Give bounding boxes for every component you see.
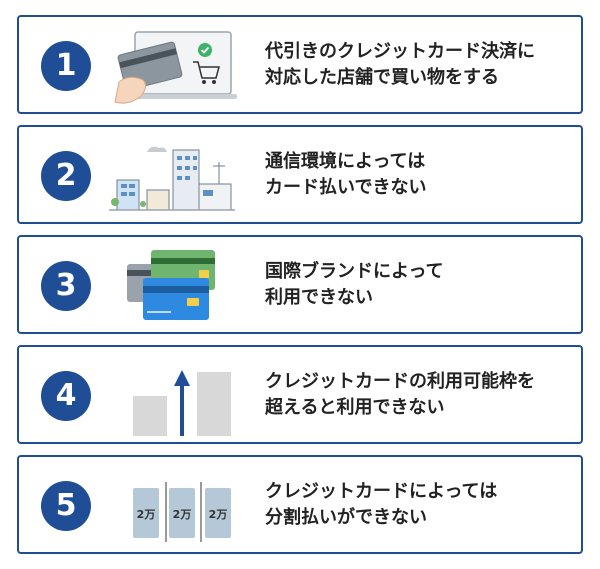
step-card-1: 1 代引きのクレジットカード決済に 対応した店舗で買い物をする	[17, 15, 583, 114]
step-text-line-1: クレジットカードによっては	[265, 481, 498, 502]
step-number-badge: 4	[41, 371, 91, 421]
step-card-5: 5 2万 2万 2万 クレジットカードによっては 分割払いができない	[17, 455, 583, 554]
installment-label: 2万	[173, 508, 192, 521]
step-text-line-2: 超えると利用できない	[265, 397, 445, 418]
step-description: クレジットカードの利用可能枠を 超えると利用できない	[265, 369, 585, 421]
step-text-line-1: クレジットカードの利用可能枠を	[265, 371, 535, 392]
credit-card-payment-icon	[114, 31, 237, 104]
step-text-line-1: 通信環境によっては	[265, 151, 426, 172]
step-card-4: 4 クレジットカードの利用可能枠を 超えると利用できない	[17, 345, 583, 444]
step-text-line-2: 対応した店舗で買い物をする	[265, 67, 499, 88]
town-buildings-icon	[109, 146, 235, 211]
installment-label: 2万	[137, 508, 156, 521]
step-number-badge: 2	[41, 151, 91, 201]
step-text-line-1: 国際ブランドによって	[265, 261, 444, 282]
step-text-line-2: 利用できない	[265, 287, 373, 308]
step-text-line-2: カード払いできない	[265, 177, 427, 198]
step-text-line-2: 分割払いができない	[265, 507, 427, 528]
step-card-2: 2 通信環境によっては カード払いできない	[17, 125, 583, 224]
step-text-line-1: 代引きのクレジットカード決済に	[265, 41, 535, 62]
step-description: 代引きのクレジットカード決済に 対応した店舗で買い物をする	[265, 39, 585, 91]
step-number-badge: 3	[41, 261, 91, 311]
step-description: クレジットカードによっては 分割払いができない	[265, 479, 585, 531]
step-description: 通信環境によっては カード払いできない	[265, 149, 585, 201]
installment-blocks-icon: 2万 2万 2万	[133, 482, 231, 542]
step-number-badge: 5	[41, 481, 91, 531]
step-description: 国際ブランドによって 利用できない	[265, 259, 585, 311]
step-card-3: 3 国際ブランドによって 利用できない	[17, 235, 583, 334]
credit-cards-icon	[127, 250, 215, 320]
limit-exceeded-chart-icon	[133, 370, 231, 436]
step-number-badge: 1	[41, 41, 91, 91]
installment-label: 2万	[209, 508, 228, 521]
